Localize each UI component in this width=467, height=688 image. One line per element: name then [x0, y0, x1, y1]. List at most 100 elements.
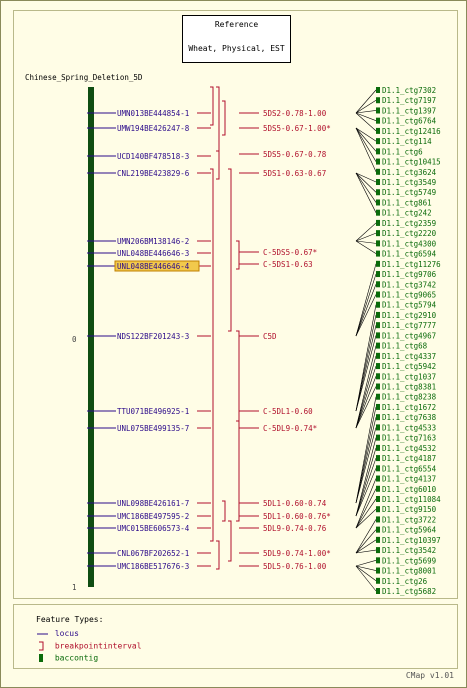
breakpoint-label[interactable]: 5DS5-0.67-0.78 — [263, 150, 327, 159]
breakpoint-label[interactable]: C-5DS1-0.63 — [263, 260, 313, 269]
contig-label[interactable]: D1.1_ctg26 — [382, 577, 428, 586]
contig-label[interactable]: D1.1_ctg3542 — [382, 546, 436, 555]
contig-label[interactable]: D1.1_ctg7777 — [382, 321, 436, 330]
breakpoint-label[interactable]: 5DL5-0.76-1.00 — [263, 562, 327, 571]
contig-label[interactable]: D1.1_ctg4137 — [382, 475, 436, 484]
locus-label[interactable]: CNL067BF202652-1 — [117, 549, 189, 558]
contig-label[interactable]: D1.1_ctg5964 — [382, 526, 437, 535]
locus-label[interactable]: NDS122BF201243-3 — [117, 332, 189, 341]
breakpoint-label[interactable]: C-5DL9-0.74* — [263, 424, 317, 433]
contig-label[interactable]: D1.1_ctg2359 — [382, 219, 436, 228]
contig-label[interactable]: D1.1_ctg9706 — [382, 270, 437, 279]
breakpoint-intervals: 5DS2-0.78-1.00 5DS5-0.67-1.00* 5DS5-0.67-0… — [210, 86, 331, 571]
contig-label[interactable]: D1.1_ctg4187 — [382, 454, 436, 463]
breakpoint-bracket[interactable] — [216, 86, 220, 152]
breakpoint-bracket[interactable] — [216, 150, 220, 180]
contig-label[interactable]: D1.1_ctg11084 — [382, 495, 441, 504]
contig-label[interactable]: D1.1_ctg4532 — [382, 444, 436, 453]
contig-label[interactable]: D1.1_ctg3722 — [382, 515, 436, 524]
locus-label[interactable]: UMN013BE444854-1 — [117, 109, 189, 118]
contig-label[interactable]: D1.1_ctg4533 — [382, 423, 436, 432]
locus-label[interactable]: TTU071BE496925-1 — [117, 407, 189, 416]
contig-connector — [355, 376, 377, 429]
contig-label[interactable]: D1.1_ctg11276 — [382, 260, 441, 269]
contig-label[interactable]: D1.1_ctg12416 — [382, 127, 441, 136]
contig-label[interactable]: D1.1_ctg1397 — [382, 106, 436, 115]
breakpoint-label[interactable]: 5DL1-0.60-0.76* — [263, 512, 331, 521]
locus-label[interactable]: UMC015BE606573-4 — [117, 524, 190, 533]
locus-label[interactable]: UCD140BF478518-3 — [117, 152, 189, 161]
locus-label[interactable]: UNL048BE446646-3 — [117, 249, 189, 258]
breakpoint-bracket[interactable] — [236, 420, 240, 522]
contig-label[interactable]: D1.1_ctg7638 — [382, 413, 437, 422]
contig-label[interactable]: D1.1_ctg8001 — [382, 567, 436, 576]
contig-label[interactable]: D1.1_ctg114 — [382, 137, 432, 146]
contig-label[interactable]: D1.1_ctg6594 — [382, 250, 437, 259]
contig-connector — [355, 99, 377, 114]
locus-label[interactable]: UNL098BE426161-7 — [117, 499, 189, 508]
contig-label[interactable]: D1.1_ctg7302 — [382, 86, 436, 95]
contig-label[interactable]: D1.1_ctg1037 — [382, 372, 436, 381]
locus-label[interactable]: UNL048BE446646-4 — [117, 262, 190, 271]
breakpoint-bracket[interactable] — [222, 100, 226, 136]
contig-label[interactable]: D1.1_ctg5794 — [382, 301, 437, 310]
contig-label[interactable]: D1.1_ctg6554 — [382, 464, 437, 473]
contig-mark — [376, 455, 380, 462]
locus-label[interactable]: UNL075BE499135-7 — [117, 424, 189, 433]
breakpoint-label[interactable]: C-5DS5-0.67* — [263, 248, 317, 257]
contig-label[interactable]: D1.1_ctg3549 — [382, 178, 436, 187]
contig-label[interactable]: D1.1_ctg7197 — [382, 96, 436, 105]
contig-label[interactable]: D1.1_ctg4337 — [382, 352, 436, 361]
contig-label[interactable]: D1.1_ctg7163 — [382, 434, 436, 443]
breakpoint-bracket[interactable] — [210, 168, 214, 542]
contig-label[interactable]: D1.1_ctg10397 — [382, 536, 441, 545]
contig-label[interactable]: D1.1_ctg3624 — [382, 168, 437, 177]
breakpoint-label[interactable]: 5DS5-0.67-1.00* — [263, 124, 331, 133]
contig-connector — [355, 263, 377, 337]
contig-label[interactable]: D1.1_ctg5942 — [382, 362, 436, 371]
contig-label[interactable]: D1.1_ctg6764 — [382, 117, 437, 126]
chromosome-bar[interactable] — [88, 87, 94, 587]
breakpoint-bracket[interactable] — [228, 168, 232, 332]
contig-label[interactable]: D1.1_ctg2220 — [382, 229, 437, 238]
contig-label[interactable]: D1.1_ctg861 — [382, 198, 432, 207]
contig-label[interactable]: D1.1_ctg6 — [382, 147, 423, 156]
breakpoint-bracket[interactable] — [236, 240, 240, 270]
breakpoint-label[interactable]: C5D — [263, 332, 277, 341]
contig-label[interactable]: D1.1_ctg5749 — [382, 188, 436, 197]
contig-label[interactable]: D1.1_ctg3742 — [382, 280, 436, 289]
breakpoint-label[interactable]: 5DS2-0.78-1.00 — [263, 109, 327, 118]
contig-label[interactable]: D1.1_ctg10415 — [382, 158, 441, 167]
breakpoint-bracket[interactable] — [210, 86, 214, 126]
contig-label[interactable]: D1.1_ctg8381 — [382, 383, 436, 392]
contig-label[interactable]: D1.1_ctg4967 — [382, 331, 436, 340]
locus-label[interactable]: CNL219BE423829-6 — [117, 169, 190, 178]
contig-connector — [355, 406, 377, 504]
contig-label[interactable]: D1.1_ctg68 — [382, 342, 428, 351]
breakpoint-bracket[interactable] — [222, 500, 226, 522]
breakpoint-label[interactable]: 5DL1-0.60-0.74 — [263, 499, 327, 508]
breakpoint-bracket[interactable] — [216, 540, 220, 570]
locus-label[interactable]: UMW194BE426247-8 — [117, 124, 190, 133]
contig-label[interactable]: D1.1_ctg8238 — [382, 393, 437, 402]
contig-label[interactable]: D1.1_ctg2910 — [382, 311, 437, 320]
contig-label[interactable]: D1.1_ctg5699 — [382, 556, 436, 565]
locus-label[interactable]: UMN206BM138146-2 — [117, 237, 189, 246]
contig-label[interactable]: D1.1_ctg5682 — [382, 587, 436, 596]
breakpoint-label[interactable]: 5DS1-0.63-0.67 — [263, 169, 326, 178]
locus-label[interactable]: UMC186BE517676-3 — [117, 562, 189, 571]
breakpoint-label[interactable]: C-5DL1-0.60 — [263, 407, 313, 416]
contig-label[interactable]: D1.1_ctg6010 — [382, 485, 437, 494]
contig-label[interactable]: D1.1_ctg242 — [382, 209, 432, 218]
contig-label[interactable]: D1.1_ctg9150 — [382, 505, 437, 514]
locus-label[interactable]: UMC186BE497595-2 — [117, 512, 189, 521]
contig-label[interactable]: D1.1_ctg9065 — [382, 290, 436, 299]
breakpoint-label[interactable]: 5DL9-0.74-1.00* — [263, 549, 331, 558]
reference-box[interactable]: Reference Wheat, Physical, EST — [182, 15, 291, 63]
contig-mark — [376, 557, 380, 564]
contig-label[interactable]: D1.1_ctg4300 — [382, 239, 437, 248]
breakpoint-label[interactable]: 5DL9-0.74-0.76 — [263, 524, 327, 533]
breakpoint-bracket[interactable] — [228, 520, 232, 562]
contig-label[interactable]: D1.1_ctg1672 — [382, 403, 436, 412]
breakpoint-bracket[interactable] — [236, 330, 240, 422]
